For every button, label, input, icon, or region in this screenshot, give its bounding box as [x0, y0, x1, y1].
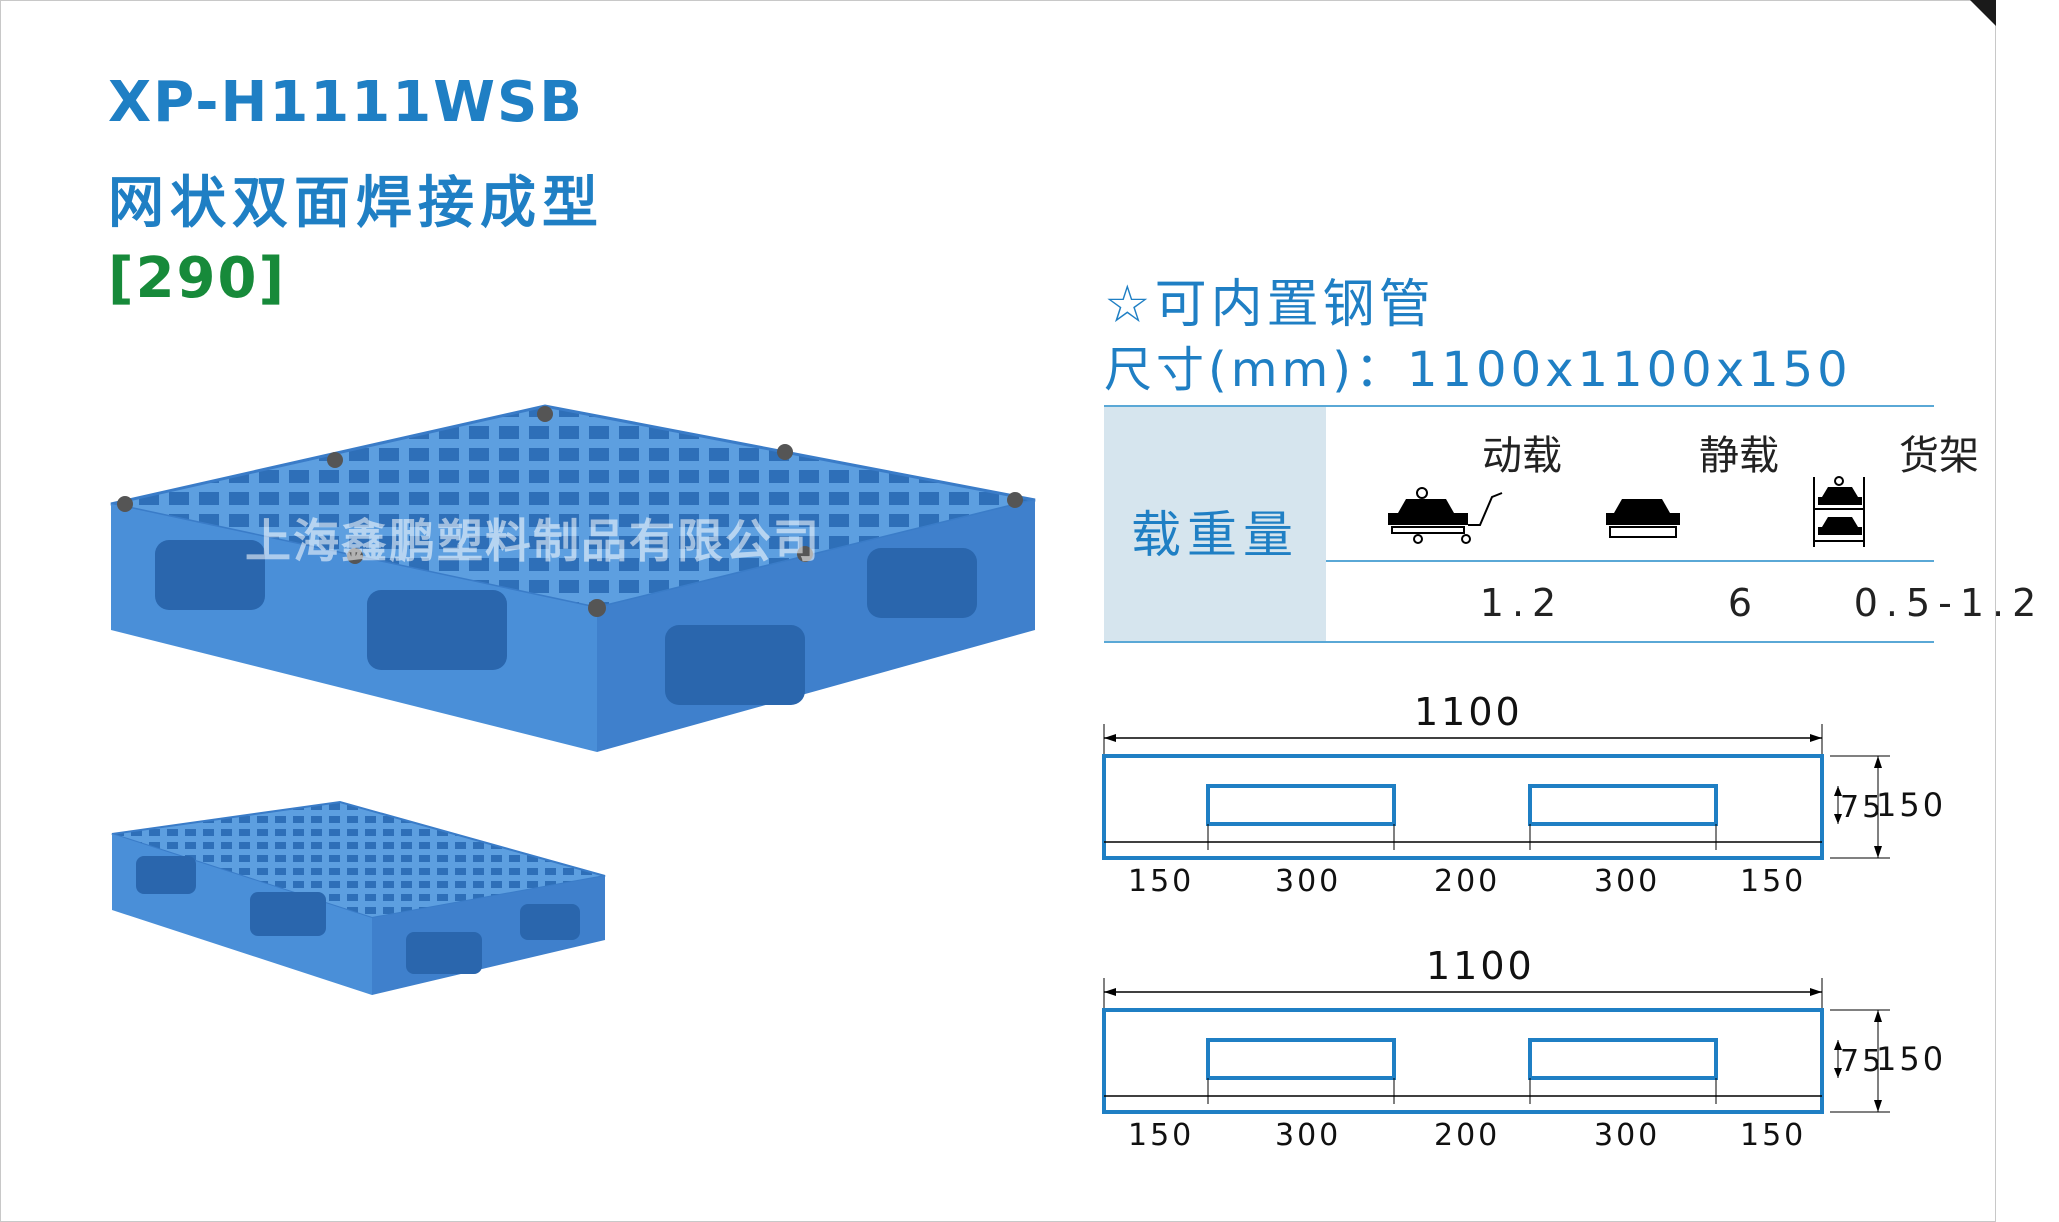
rack-load-value: 0.5-1.2 — [1853, 581, 2045, 625]
product-name: 网状双面焊接成型 — [108, 171, 604, 236]
size-spec: 尺寸(mm)：1100x1100x150 — [1104, 342, 1852, 398]
pallet-photo-small — [111, 800, 606, 995]
seg-3: 200 — [1434, 1118, 1501, 1153]
product-code: [290] — [108, 246, 287, 311]
load-label-cell — [1104, 405, 1326, 643]
overall-width-label: 1100 — [1414, 690, 1523, 734]
pallet-photo-large — [110, 404, 1036, 752]
col-rack-label: 货架 — [1899, 433, 1979, 479]
table-mid-line — [1326, 560, 1934, 562]
load-label: 载重量 — [1131, 506, 1299, 564]
col-static-label: 静载 — [1699, 433, 1779, 479]
total-height-label: 150 — [1876, 1040, 1947, 1078]
seg-1: 150 — [1128, 864, 1195, 899]
model-number: XP-H1111WSB — [108, 70, 584, 135]
dynamic-load-icon — [1388, 487, 1503, 544]
load-table: 载重量 动载 静载 货架 1.2 6 0.5-1.2 — [1104, 405, 2036, 643]
seg-4: 300 — [1594, 1118, 1661, 1153]
total-height-label: 150 — [1876, 786, 1947, 824]
feature-note: ☆可内置钢管 — [1104, 275, 1435, 335]
seg-2: 300 — [1275, 1118, 1342, 1153]
col-dynamic-label: 动载 — [1482, 433, 1562, 479]
inner-height-label: 75 — [1840, 1044, 1885, 1079]
seg-5: 150 — [1740, 864, 1807, 899]
seg-1: 150 — [1128, 1118, 1195, 1153]
dynamic-load-value: 1.2 — [1479, 581, 1565, 625]
watermark: 上海鑫鹏塑料制品有限公司 — [245, 514, 821, 568]
seg-4: 300 — [1594, 864, 1661, 899]
table-top-line — [1104, 405, 1934, 407]
table-bottom-line — [1104, 641, 1934, 643]
static-load-value: 6 — [1727, 581, 1761, 625]
rack-load-icon — [1813, 476, 1865, 547]
pallet-side-view-1 — [1102, 724, 1890, 860]
pallet-side-view-2 — [1102, 978, 1890, 1114]
seg-5: 150 — [1740, 1118, 1807, 1153]
inner-height-label: 75 — [1840, 790, 1885, 825]
seg-2: 300 — [1275, 864, 1342, 899]
static-load-icon — [1606, 499, 1680, 538]
overall-width-label: 1100 — [1426, 944, 1535, 988]
corner-mark — [1970, 0, 1996, 26]
seg-3: 200 — [1434, 864, 1501, 899]
